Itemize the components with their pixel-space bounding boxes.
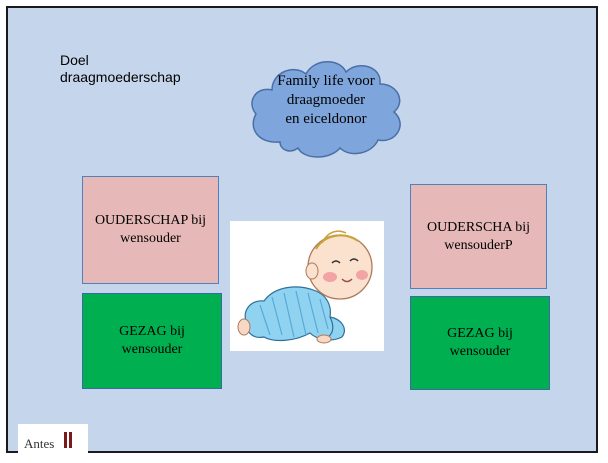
- cloud-text: Family life voor draagmoeder en eiceldon…: [277, 73, 375, 127]
- custody-box-left: GEZAG bij wensouder: [82, 293, 222, 389]
- antes-logo-icon: Antes: [24, 432, 72, 451]
- parenthood-box-left: OUDERSCHAP bij wensouder: [82, 176, 219, 284]
- custody-box-right: GEZAG bij wensouder: [410, 296, 550, 390]
- parenthood-box-right: OUDERSCHA bij wensouderP: [410, 184, 547, 289]
- goal-label: Doel draagmoederschap: [60, 52, 181, 85]
- family-life-cloud: Family life voor draagmoeder en eiceldon…: [242, 50, 412, 168]
- logo-text: Antes: [24, 436, 54, 451]
- crawling-baby-illustration: [230, 221, 384, 351]
- baby-icon: [237, 230, 373, 344]
- cloud-icon: [251, 61, 401, 158]
- slide: Doel draagmoederschap Family life voor d…: [6, 6, 598, 458]
- logo: Antes: [18, 424, 88, 458]
